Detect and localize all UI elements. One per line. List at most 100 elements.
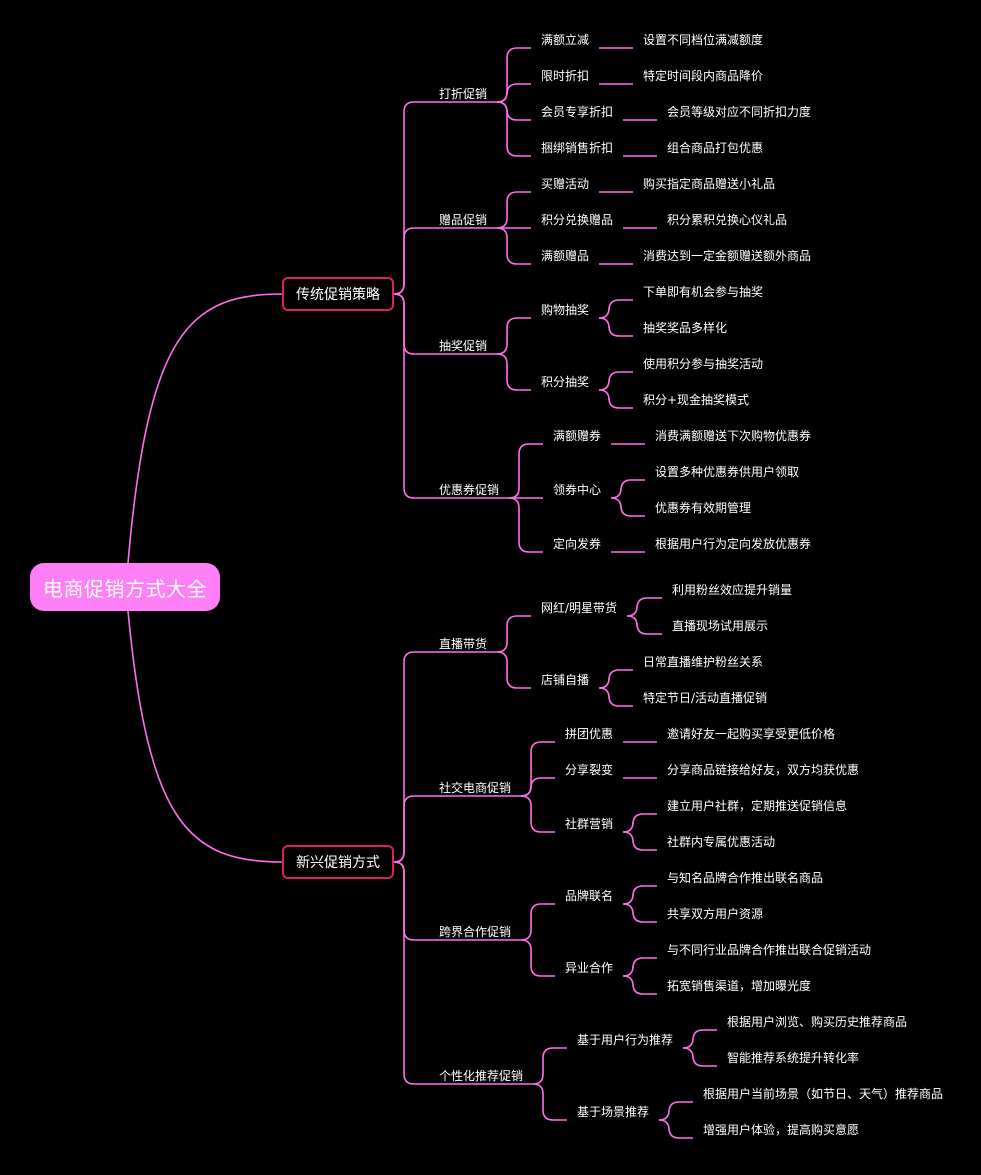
category-to-subcategory-connector: [520, 795, 555, 833]
leaf-node[interactable]: 分享商品链接给好友，双方均获优惠: [667, 763, 860, 777]
leaf-node[interactable]: 直播现场试用展示: [672, 619, 769, 633]
leaf-connector: [627, 597, 662, 617]
subcategory-node[interactable]: 分享裂变: [565, 763, 614, 777]
subcategory-node[interactable]: 限时折扣: [541, 69, 590, 83]
branch-to-category-connector: [393, 227, 429, 295]
category-node[interactable]: 抽奖促销: [439, 339, 488, 353]
category-to-subcategory-connector: [520, 903, 555, 941]
subcategory-node[interactable]: 拼团优惠: [565, 727, 614, 741]
leaf-connector: [658, 1101, 693, 1121]
leaf-connector: [598, 669, 633, 689]
leaf-node[interactable]: 特定节日/活动直播促销: [643, 691, 768, 705]
subcategory-node[interactable]: 积分抽奖: [541, 375, 590, 389]
leaf-node[interactable]: 智能推荐系统提升转化率: [727, 1051, 860, 1065]
leaf-connector: [622, 885, 657, 905]
subcategory-node[interactable]: 网红/明星带货: [541, 601, 618, 615]
leaf-connector: [598, 687, 633, 707]
leaf-node[interactable]: 拓宽销售渠道，增加曝光度: [667, 979, 812, 993]
subcategory-node[interactable]: 基于场景推荐: [577, 1105, 650, 1119]
category-to-subcategory-connector: [496, 83, 531, 103]
leaf-node[interactable]: 使用积分参与抽奖活动: [643, 357, 764, 371]
leaf-node[interactable]: 消费满额赠送下次购物优惠券: [655, 429, 812, 443]
subcategory-node[interactable]: 异业合作: [565, 961, 614, 975]
leaf-node[interactable]: 与知名品牌合作推出联名商品: [667, 871, 824, 885]
category-to-subcategory-connector: [496, 101, 531, 157]
category-node[interactable]: 赠品促销: [439, 213, 488, 227]
leaf-node[interactable]: 会员等级对应不同折扣力度: [667, 105, 812, 119]
subcategory-node[interactable]: 满额赠券: [553, 429, 602, 443]
leaf-node[interactable]: 增强用户体验，提高购买意愿: [703, 1123, 860, 1137]
subcategory-node[interactable]: 定向发券: [553, 537, 602, 551]
leaf-node[interactable]: 积分累积兑换心仪礼品: [667, 213, 788, 227]
leaf-node[interactable]: 根据用户当前场景（如节日、天气）推荐商品: [703, 1087, 944, 1101]
leaf-node[interactable]: 特定时间段内商品降价: [643, 69, 764, 83]
subcategory-node[interactable]: 会员专享折扣: [541, 105, 614, 119]
subcategory-node[interactable]: 积分兑换赠品: [541, 213, 614, 227]
leaf-connector: [622, 903, 657, 923]
category-node[interactable]: 直播带货: [439, 637, 488, 651]
subcategory-node[interactable]: 捆绑销售折扣: [541, 141, 614, 155]
branch-node[interactable]: 新兴促销方式: [282, 845, 394, 879]
leaf-node[interactable]: 购买指定商品赠送小礼品: [643, 177, 776, 191]
leaf-connector: [627, 615, 662, 635]
branch-to-category-connector: [393, 651, 429, 863]
category-to-subcategory-connector: [496, 191, 531, 229]
branch-to-category-connector: [393, 293, 429, 355]
leaf-connector: [598, 299, 633, 319]
leaf-node[interactable]: 消费达到一定金额赠送额外商品: [643, 249, 812, 263]
category-to-subcategory-connector: [508, 497, 543, 553]
leaf-node[interactable]: 邀请好友一起购买享受更低价格: [667, 727, 836, 741]
category-node[interactable]: 个性化推荐促销: [439, 1069, 524, 1083]
subcategory-node[interactable]: 买赠活动: [541, 177, 590, 191]
leaf-node[interactable]: 设置多种优惠券供用户领取: [655, 465, 800, 479]
leaf-connector: [598, 389, 633, 409]
leaf-node[interactable]: 设置不同档位满减额度: [643, 33, 764, 47]
leaf-node[interactable]: 与不同行业品牌合作推出联合促销活动: [667, 943, 872, 957]
leaf-connector: [622, 831, 657, 851]
subcategory-node[interactable]: 满额赠品: [541, 249, 590, 263]
category-node[interactable]: 跨界合作促销: [439, 925, 512, 939]
leaf-connector: [610, 479, 645, 499]
leaf-node[interactable]: 建立用户社群，定期推送促销信息: [667, 799, 848, 813]
leaf-connector: [598, 371, 633, 391]
category-to-subcategory-connector: [508, 443, 543, 499]
category-to-subcategory-connector: [520, 939, 555, 977]
category-to-subcategory-connector: [520, 741, 555, 797]
leaf-node[interactable]: 日常直播维护粉丝关系: [643, 655, 764, 669]
leaf-node[interactable]: 下单即有机会参与抽奖: [643, 285, 764, 299]
branch-to-category-connector: [393, 861, 429, 941]
subcategory-node[interactable]: 社群营销: [565, 817, 614, 831]
leaf-node[interactable]: 优惠券有效期管理: [655, 501, 752, 515]
leaf-connector: [622, 975, 657, 995]
leaf-node[interactable]: 组合商品打包优惠: [667, 141, 764, 155]
subcategory-node[interactable]: 基于用户行为推荐: [577, 1033, 674, 1047]
category-to-subcategory-connector: [496, 47, 531, 103]
subcategory-node[interactable]: 满额立减: [541, 33, 590, 47]
category-to-subcategory-connector: [520, 777, 555, 797]
subcategory-node[interactable]: 店铺自播: [541, 673, 590, 687]
leaf-connector: [658, 1119, 693, 1139]
subcategory-node[interactable]: 购物抽奖: [541, 303, 590, 317]
root-node[interactable]: 电商促销方式大全: [30, 563, 220, 611]
subcategory-node[interactable]: 品牌联名: [565, 889, 614, 903]
leaf-node[interactable]: 抽奖奖品多样化: [643, 321, 728, 335]
category-node[interactable]: 社交电商促销: [439, 781, 512, 795]
category-to-subcategory-connector: [496, 353, 531, 391]
leaf-connector: [610, 497, 645, 517]
leaf-connector: [682, 1047, 717, 1067]
category-node[interactable]: 打折促销: [439, 87, 488, 101]
leaf-node[interactable]: 共享双方用户资源: [667, 907, 764, 921]
category-node[interactable]: 优惠券促销: [439, 483, 500, 497]
leaf-node[interactable]: 利用粉丝效应提升销量: [672, 583, 793, 597]
category-to-subcategory-connector: [496, 651, 531, 689]
category-to-subcategory-connector: [496, 227, 531, 265]
leaf-node[interactable]: 社群内专属优惠活动: [667, 835, 776, 849]
branch-node[interactable]: 传统促销策略: [282, 277, 394, 311]
leaf-node[interactable]: 积分+现金抽奖模式: [643, 393, 750, 407]
leaf-connector: [622, 813, 657, 833]
leaf-node[interactable]: 根据用户浏览、购买历史推荐商品: [727, 1015, 908, 1029]
leaf-node[interactable]: 根据用户行为定向发放优惠券: [655, 537, 812, 551]
branch-to-category-connector: [393, 861, 429, 1085]
subcategory-node[interactable]: 领券中心: [553, 483, 602, 497]
